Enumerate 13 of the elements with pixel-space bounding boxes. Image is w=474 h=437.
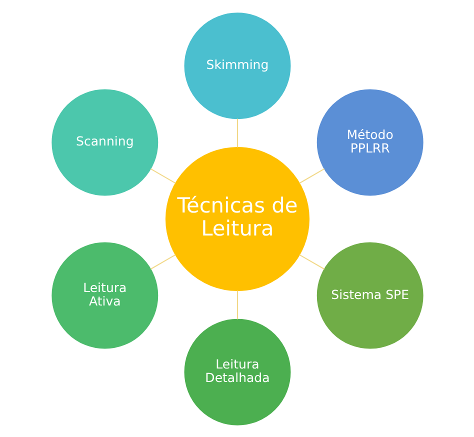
connector (298, 254, 324, 270)
connector (150, 254, 176, 270)
node-circle: Sistema SPE (316, 242, 423, 348)
node-circle: Leitura Detalhada (184, 318, 290, 425)
node-circle: Scanning (51, 88, 158, 196)
node-circle: Leitura Ativa (51, 242, 158, 348)
connector (236, 290, 238, 319)
node-circle: Skimming (184, 12, 290, 119)
connector (298, 168, 324, 184)
connector (236, 118, 238, 147)
node-circle: Técnicas de Leitura (164, 146, 310, 291)
connector (150, 168, 176, 184)
node-circle: Método PPLRR (316, 88, 423, 196)
